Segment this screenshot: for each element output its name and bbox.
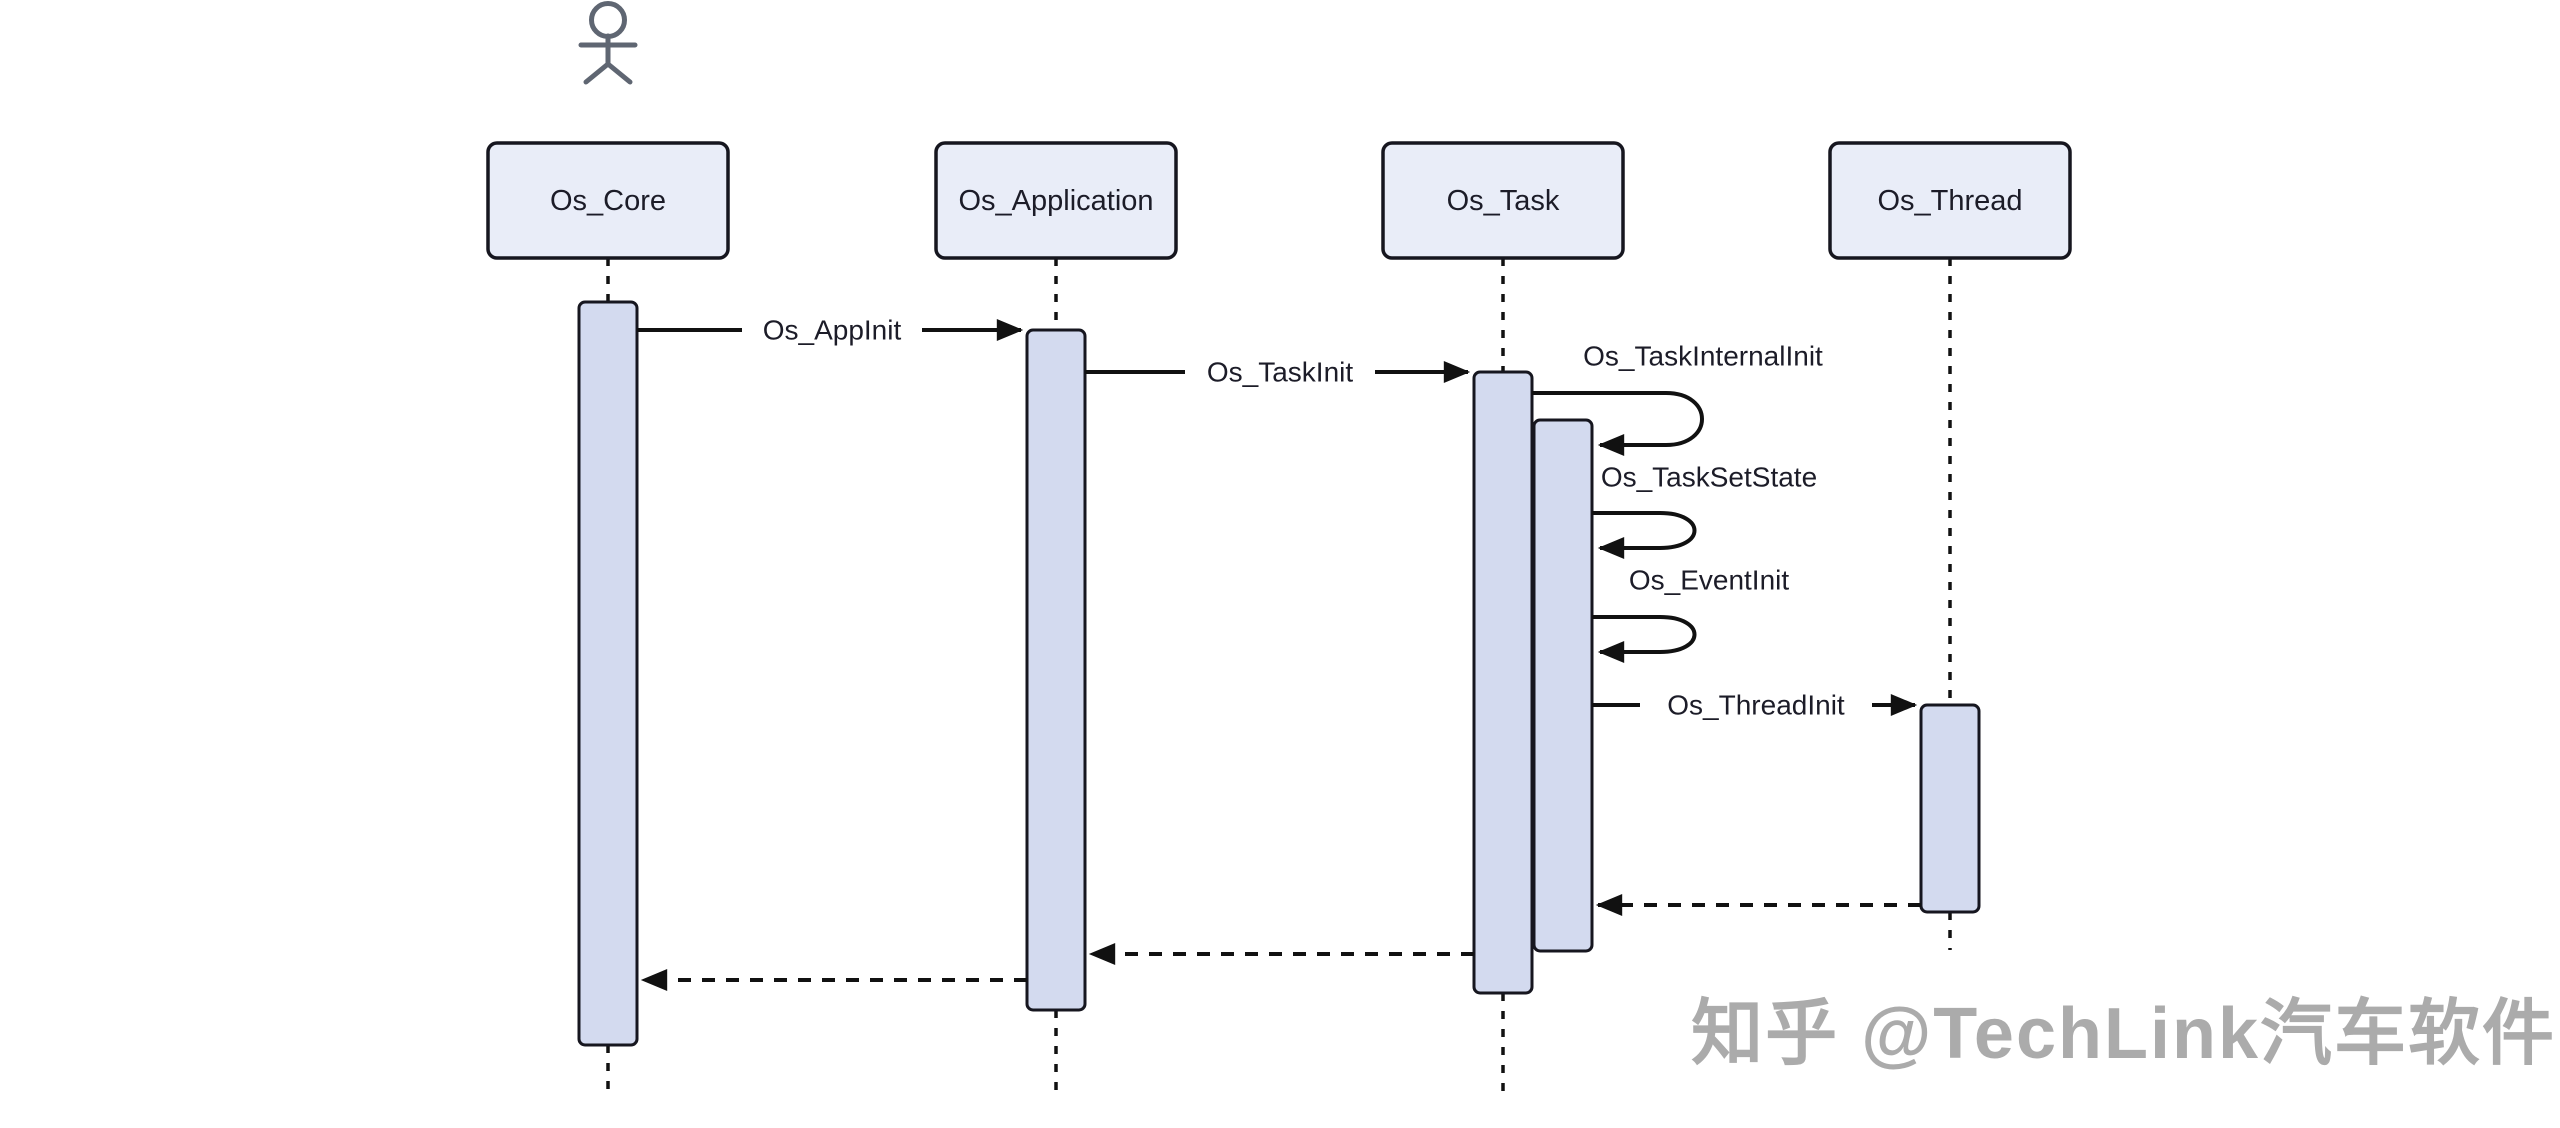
participant-box-os-thread: Os_Thread bbox=[1828, 141, 2072, 260]
self-message-os-tasksetstate: Os_TaskSetState bbox=[1592, 462, 1817, 559]
activation-bar-os-core bbox=[577, 300, 639, 1047]
message-os-threadinit: Os_ThreadInit bbox=[1592, 683, 1918, 727]
participant-label-os-task: Os_Task bbox=[1447, 185, 1560, 217]
activation-bar-os-application bbox=[1025, 328, 1087, 1012]
participant-label-os-thread: Os_Thread bbox=[1877, 185, 2022, 217]
message-label-os-appinit: Os_AppInit bbox=[763, 315, 902, 346]
watermark-text: 知乎 @TechLink汽车软件 bbox=[1691, 994, 2556, 1074]
message-os-taskinit: Os_TaskInit bbox=[1085, 350, 1471, 394]
message-os-appinit: Os_AppInit bbox=[637, 308, 1024, 352]
activation-bar-os-thread bbox=[1919, 703, 1981, 914]
self-message-os-taskinternalinit: Os_TaskInternalInit bbox=[1532, 341, 1823, 456]
participant-label-os-core: Os_Core bbox=[550, 185, 666, 217]
message-label-os-eventinit: Os_EventInit bbox=[1629, 565, 1790, 596]
participant-box-os-core: Os_Core bbox=[486, 141, 730, 260]
message-label-os-threadinit: Os_ThreadInit bbox=[1667, 690, 1845, 721]
participant-box-os-application: Os_Application bbox=[934, 141, 1178, 260]
activation-bar-os-task-nested bbox=[1532, 418, 1594, 953]
message-label-os-taskinternalinit: Os_TaskInternalInit bbox=[1583, 341, 1823, 372]
message-label-os-tasksetstate: Os_TaskSetState bbox=[1601, 462, 1817, 493]
activation-bar-os-task bbox=[1472, 370, 1534, 995]
participant-label-os-application: Os_Application bbox=[958, 185, 1153, 217]
actor-icon bbox=[578, 1, 638, 85]
self-message-os-eventinit: Os_EventInit bbox=[1592, 565, 1790, 663]
participant-box-os-task: Os_Task bbox=[1381, 141, 1625, 260]
message-label-os-taskinit: Os_TaskInit bbox=[1207, 357, 1353, 388]
